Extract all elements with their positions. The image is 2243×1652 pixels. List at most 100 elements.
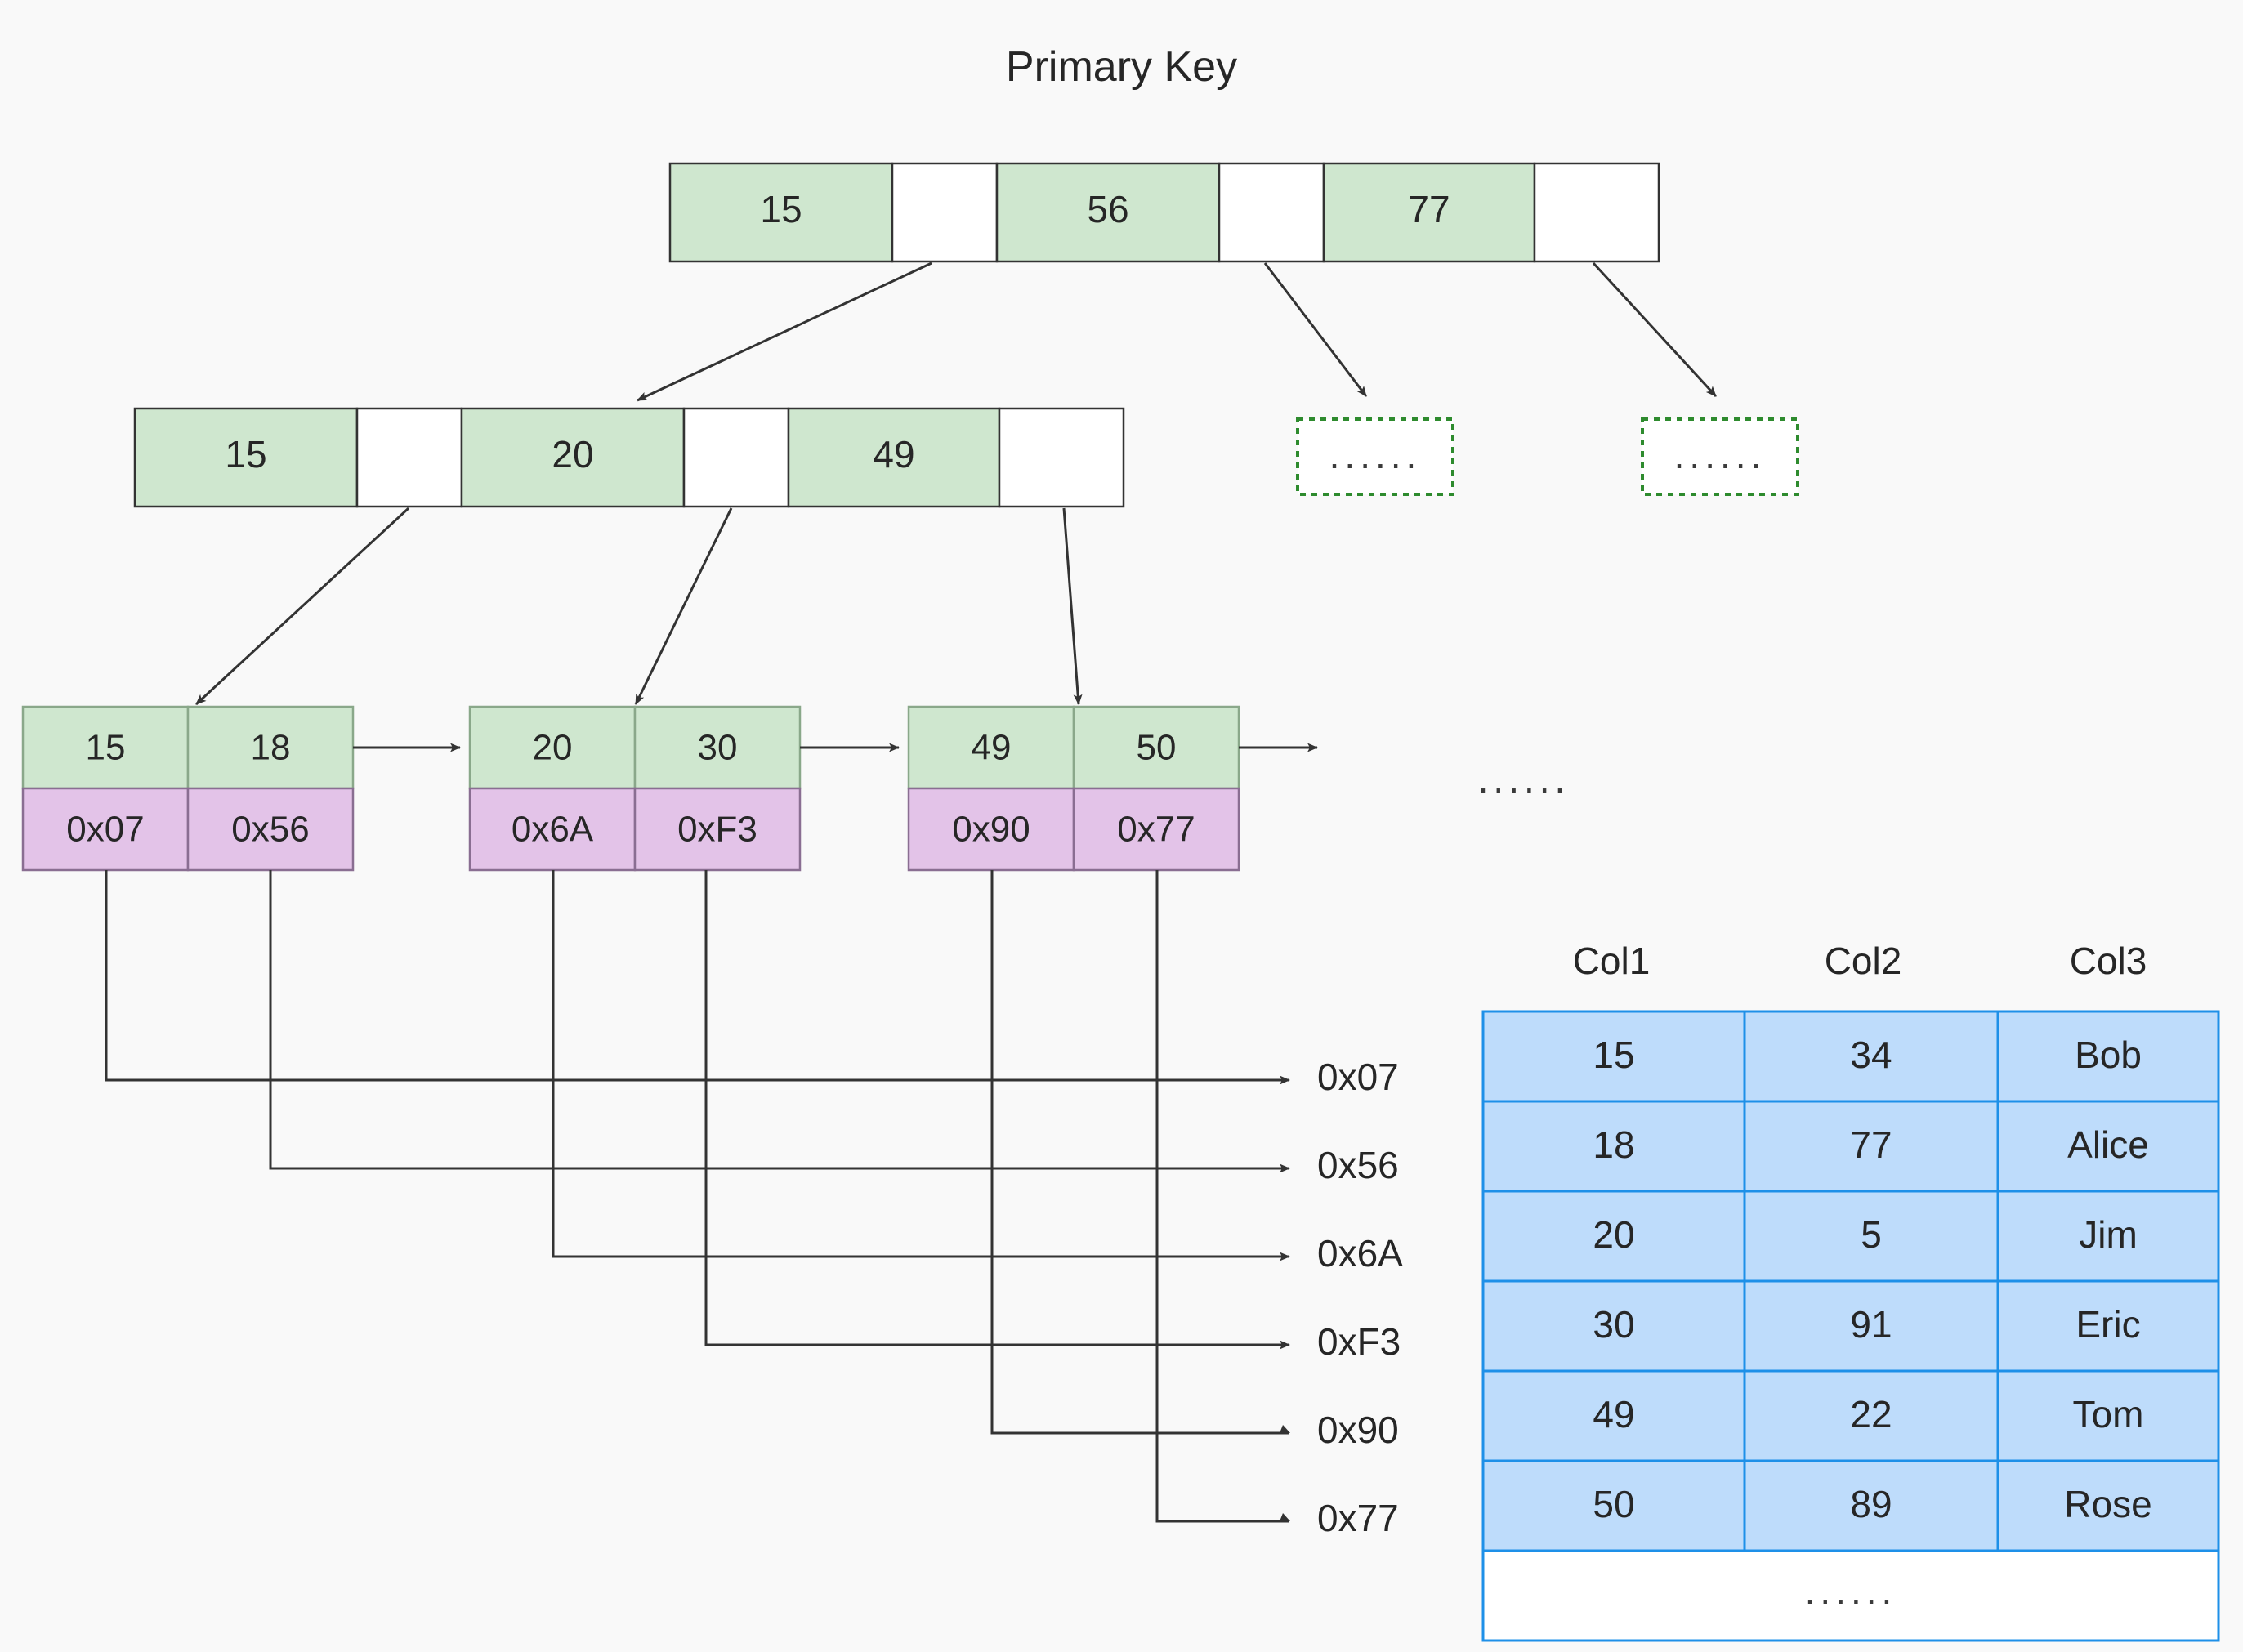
table-header-2: Col3 — [2070, 940, 2147, 982]
table-cell — [1481, 1279, 1746, 1373]
leaf1-ptr-cell-0[interactable] — [468, 787, 637, 872]
leaf1-key-label-1: 30 — [698, 728, 738, 768]
leaf1-key-label-0: 20 — [533, 728, 573, 768]
leaf1-key-cell-1 — [633, 705, 802, 790]
leaf2-key-cell-0 — [907, 705, 1075, 790]
table-cell — [1996, 1100, 2220, 1193]
table-row: 49 22 Tom — [1481, 1369, 2220, 1462]
table-cell-text: 5 — [1861, 1213, 1882, 1256]
leaf2-key-cell-1 — [1072, 705, 1240, 790]
internal-pointer-cell-0[interactable] — [355, 407, 463, 508]
leaf2-ptr-label-1: 0x77 — [1117, 810, 1195, 850]
table-cell-text: 18 — [1593, 1123, 1634, 1166]
edge-root-to-placeholder-1 — [1263, 262, 1368, 397]
placeholder-label-2: ...... — [1674, 434, 1767, 476]
table-header-0: Col1 — [1573, 940, 1651, 982]
internal-key-label-1: 20 — [552, 433, 593, 476]
address-label-0: 0x07 — [1317, 1056, 1399, 1098]
leaf0-ptr-label-1: 0x56 — [231, 810, 309, 850]
internal-pointer-cell-2[interactable] — [998, 407, 1125, 508]
leaf1-key-cell-0 — [468, 705, 637, 790]
table-cell-text: 20 — [1593, 1213, 1634, 1256]
root-key-label-2: 77 — [1408, 188, 1450, 230]
internal-key-cell-1 — [460, 407, 686, 508]
table-cell — [1481, 1190, 1746, 1283]
table-row: 18 77 Alice — [1481, 1100, 2220, 1193]
leaf0-key-cell-0 — [21, 705, 190, 790]
address-label-4: 0x90 — [1317, 1409, 1399, 1451]
edge-internal-to-leaf-0 — [194, 507, 410, 706]
table-cell — [1743, 1279, 1999, 1373]
address-label-3: 0xF3 — [1317, 1320, 1401, 1363]
table-cell-text: 49 — [1593, 1393, 1634, 1435]
root-pointer-cell-1[interactable] — [1218, 162, 1325, 263]
table-cell-text: Eric — [2075, 1303, 2140, 1346]
route-0xF3 — [704, 870, 1290, 1350]
table-cell — [1743, 1459, 1999, 1552]
internal-node: 15 20 49 — [133, 407, 1125, 508]
root-key-cell-0 — [668, 162, 894, 263]
leaf-overflow-label: ...... — [1478, 758, 1571, 801]
address-label-2: 0x6A — [1317, 1232, 1403, 1275]
placeholder-box-2 — [1641, 417, 1799, 496]
address-label-5: 0x77 — [1317, 1497, 1399, 1539]
edge-root-to-internal — [637, 261, 932, 402]
table-cell — [1743, 1369, 1999, 1462]
internal-key-label-0: 15 — [225, 433, 266, 476]
table-cell-text: 34 — [1850, 1034, 1892, 1076]
root-pointer-cell-2[interactable] — [1533, 162, 1660, 263]
root-node: 15 56 77 — [668, 162, 1660, 263]
table-cell-text: 89 — [1850, 1483, 1892, 1525]
table-cell-text: 15 — [1593, 1034, 1634, 1076]
table-cell — [1996, 1459, 2220, 1552]
data-table: Col1 Col2 Col3 15 34 Bob 18 77 Alice — [1481, 940, 2220, 1642]
internal-key-label-2: 49 — [873, 433, 914, 476]
table-row: 30 91 Eric — [1481, 1279, 2220, 1373]
leaf0-ptr-cell-1[interactable] — [186, 787, 355, 872]
placeholder-node-2: ...... — [1641, 417, 1799, 496]
placeholder-label-1: ...... — [1329, 434, 1422, 476]
page-title: Primary Key — [1005, 43, 1238, 91]
root-key-label-0: 15 — [760, 188, 802, 230]
leaf2-key-label-0: 49 — [972, 728, 1012, 768]
edge-root-to-placeholder-2 — [1592, 261, 1718, 398]
route-0x77 — [1155, 870, 1290, 1523]
table-row: 50 89 Rose — [1481, 1459, 2220, 1552]
internal-pointer-cell-1[interactable] — [682, 407, 790, 508]
table-cell-text: Alice — [2067, 1123, 2149, 1166]
table-overflow-cell — [1481, 1549, 2220, 1642]
root-pointer-cell-0[interactable] — [891, 162, 999, 263]
route-0x56 — [269, 870, 1290, 1173]
table-cell — [1996, 1279, 2220, 1373]
root-key-cell-1 — [995, 162, 1221, 263]
table-cell-text: Jim — [2079, 1213, 2138, 1256]
leaf-node-0: 15 18 0x07 0x56 — [21, 705, 355, 872]
table-cell-text: 91 — [1850, 1303, 1892, 1346]
table-cell-text: Tom — [2073, 1393, 2144, 1435]
leaf0-key-label-1: 18 — [251, 728, 291, 768]
route-0x6A — [552, 870, 1290, 1261]
route-0x07 — [105, 870, 1290, 1085]
table-overflow-label: ...... — [1805, 1569, 1897, 1612]
leaf2-ptr-cell-0[interactable] — [907, 787, 1075, 872]
table-cell — [1743, 1190, 1999, 1283]
table-cell — [1481, 1100, 1746, 1193]
placeholder-box-1 — [1296, 417, 1454, 496]
address-label-1: 0x56 — [1317, 1144, 1399, 1186]
table-cell-text: 30 — [1593, 1303, 1634, 1346]
leaf2-ptr-cell-1[interactable] — [1072, 787, 1240, 872]
table-cell-text: Bob — [2075, 1034, 2142, 1076]
table-cell-text: 50 — [1593, 1483, 1634, 1525]
leaf1-ptr-cell-1[interactable] — [633, 787, 802, 872]
internal-key-cell-2 — [787, 407, 1001, 508]
route-0x90 — [990, 870, 1290, 1435]
table-cell-text: 77 — [1850, 1123, 1892, 1166]
table-row: 20 5 Jim — [1481, 1190, 2220, 1283]
leaf2-ptr-label-0: 0x90 — [952, 810, 1030, 850]
root-key-cell-2 — [1322, 162, 1536, 263]
internal-key-cell-0 — [133, 407, 359, 508]
leaf-node-2: 49 50 0x90 0x77 — [907, 705, 1240, 872]
edge-internal-to-leaf-2 — [1062, 507, 1083, 705]
leaf2-key-label-1: 50 — [1137, 728, 1177, 768]
